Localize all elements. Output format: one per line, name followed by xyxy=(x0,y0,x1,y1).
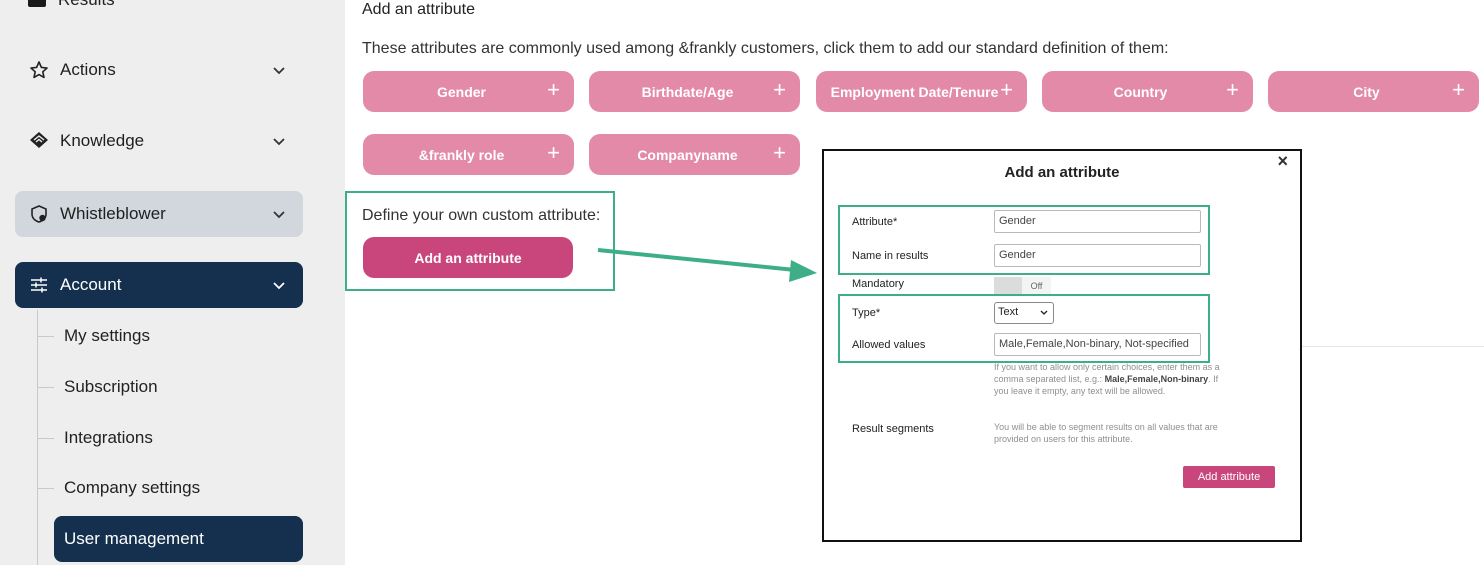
page-description: These attributes are commonly used among… xyxy=(362,40,1169,57)
sidebar-subitem-label: Subscription xyxy=(64,377,158,396)
sidebar-subitem-integrations[interactable]: Integrations xyxy=(37,418,153,458)
sidebar-item-label: Actions xyxy=(60,60,116,79)
sidebar-subitem-my-settings[interactable]: My settings xyxy=(37,316,150,356)
preset-employment-date-button[interactable]: Employment Date/Tenure + xyxy=(816,71,1027,112)
highlight-box xyxy=(838,294,1210,363)
highlight-box xyxy=(838,205,1210,275)
sidebar-subitem-label: User management xyxy=(64,529,204,548)
plus-icon: + xyxy=(773,77,786,102)
preset-label: Employment Date/Tenure xyxy=(830,83,999,100)
sliders-icon xyxy=(28,274,50,296)
add-attribute-modal: × Add an attribute Attribute* Gender Nam… xyxy=(822,149,1302,542)
divider xyxy=(1300,346,1484,347)
plus-icon: + xyxy=(547,77,560,102)
preset-label: Country xyxy=(1113,83,1168,100)
sidebar-subitem-user-management[interactable]: User management xyxy=(54,516,303,562)
preset-label: City xyxy=(1353,83,1380,100)
shield-lock-icon xyxy=(28,203,50,225)
type-label: Type* xyxy=(852,307,881,319)
allowed-values-label: Allowed values xyxy=(852,339,926,351)
name-in-results-input[interactable]: Gender xyxy=(994,244,1201,267)
add-attribute-button[interactable]: Add an attribute xyxy=(363,237,573,278)
plus-icon: + xyxy=(1000,77,1013,102)
sidebar-subitem-company-settings[interactable]: Company settings xyxy=(37,468,200,508)
name-in-results-label: Name in results xyxy=(852,250,929,262)
preset-label: &frankly role xyxy=(418,146,505,163)
sidebar-item-account[interactable]: Account xyxy=(15,262,303,308)
sidebar-item-actions[interactable]: Actions xyxy=(15,47,303,93)
type-select[interactable]: Text xyxy=(994,302,1054,324)
preset-country-button[interactable]: Country + xyxy=(1042,71,1253,112)
annotation-arrow-icon xyxy=(597,248,817,282)
toggle-knob xyxy=(994,277,1022,294)
plus-icon: + xyxy=(773,140,786,165)
attribute-label: Attribute* xyxy=(852,216,898,228)
result-segments-label: Result segments xyxy=(852,423,934,435)
toggle-state: Off xyxy=(1022,277,1051,294)
preset-companyname-button[interactable]: Companyname + xyxy=(589,134,800,175)
chevron-down-icon xyxy=(273,138,285,146)
preset-label: Birthdate/Age xyxy=(641,83,734,100)
result-segments-hint: You will be able to segment results on a… xyxy=(994,422,1218,444)
preset-label: Companyname xyxy=(637,146,738,163)
preset-frankly-role-button[interactable]: &frankly role + xyxy=(363,134,574,175)
highlight-box xyxy=(345,191,615,291)
sidebar-item-knowledge[interactable]: Knowledge xyxy=(15,118,303,164)
close-icon[interactable]: × xyxy=(1277,151,1288,171)
chevron-down-icon xyxy=(273,211,285,219)
preset-label: Gender xyxy=(436,83,486,100)
sidebar-item-whistleblower[interactable]: Whistleblower xyxy=(15,191,303,237)
sidebar-item-label: Account xyxy=(60,275,122,294)
knowledge-icon xyxy=(28,130,50,152)
allowed-values-hint: If you want to allow only certain choice… xyxy=(994,362,1220,396)
plus-icon: + xyxy=(547,140,560,165)
page-title: Add an attribute xyxy=(362,1,475,18)
plus-icon: + xyxy=(1226,77,1239,102)
preset-gender-button[interactable]: Gender + xyxy=(363,71,574,112)
modal-title: Add an attribute xyxy=(1004,164,1120,181)
sidebar-item-label: Whistleblower xyxy=(60,204,166,223)
preset-birthdate-button[interactable]: Birthdate/Age + xyxy=(589,71,800,112)
plus-icon: + xyxy=(1452,77,1465,102)
preset-city-button[interactable]: City + xyxy=(1268,71,1479,112)
results-icon xyxy=(28,0,46,7)
mandatory-label: Mandatory xyxy=(852,278,904,290)
sidebar-subitem-subscription[interactable]: Subscription xyxy=(37,367,158,407)
attribute-input[interactable]: Gender xyxy=(994,210,1201,233)
star-icon xyxy=(28,59,50,81)
sidebar-subitem-label: Company settings xyxy=(64,478,201,497)
allowed-values-input[interactable]: Male,Female,Non-binary, Not-specified xyxy=(994,333,1201,356)
mandatory-toggle[interactable]: Off xyxy=(994,277,1051,294)
custom-attribute-label: Define your own custom attribute: xyxy=(362,207,601,224)
sidebar-subitem-label: My settings xyxy=(64,326,150,345)
chevron-down-icon xyxy=(273,67,285,75)
sidebar-item-label: Knowledge xyxy=(60,131,145,150)
sidebar-subitem-label: Integrations xyxy=(64,428,153,447)
type-select-value: Text xyxy=(998,306,1019,318)
submit-attribute-button[interactable]: Add attribute xyxy=(1183,466,1275,488)
chevron-down-icon xyxy=(1040,310,1048,315)
chevron-down-icon xyxy=(273,282,285,290)
